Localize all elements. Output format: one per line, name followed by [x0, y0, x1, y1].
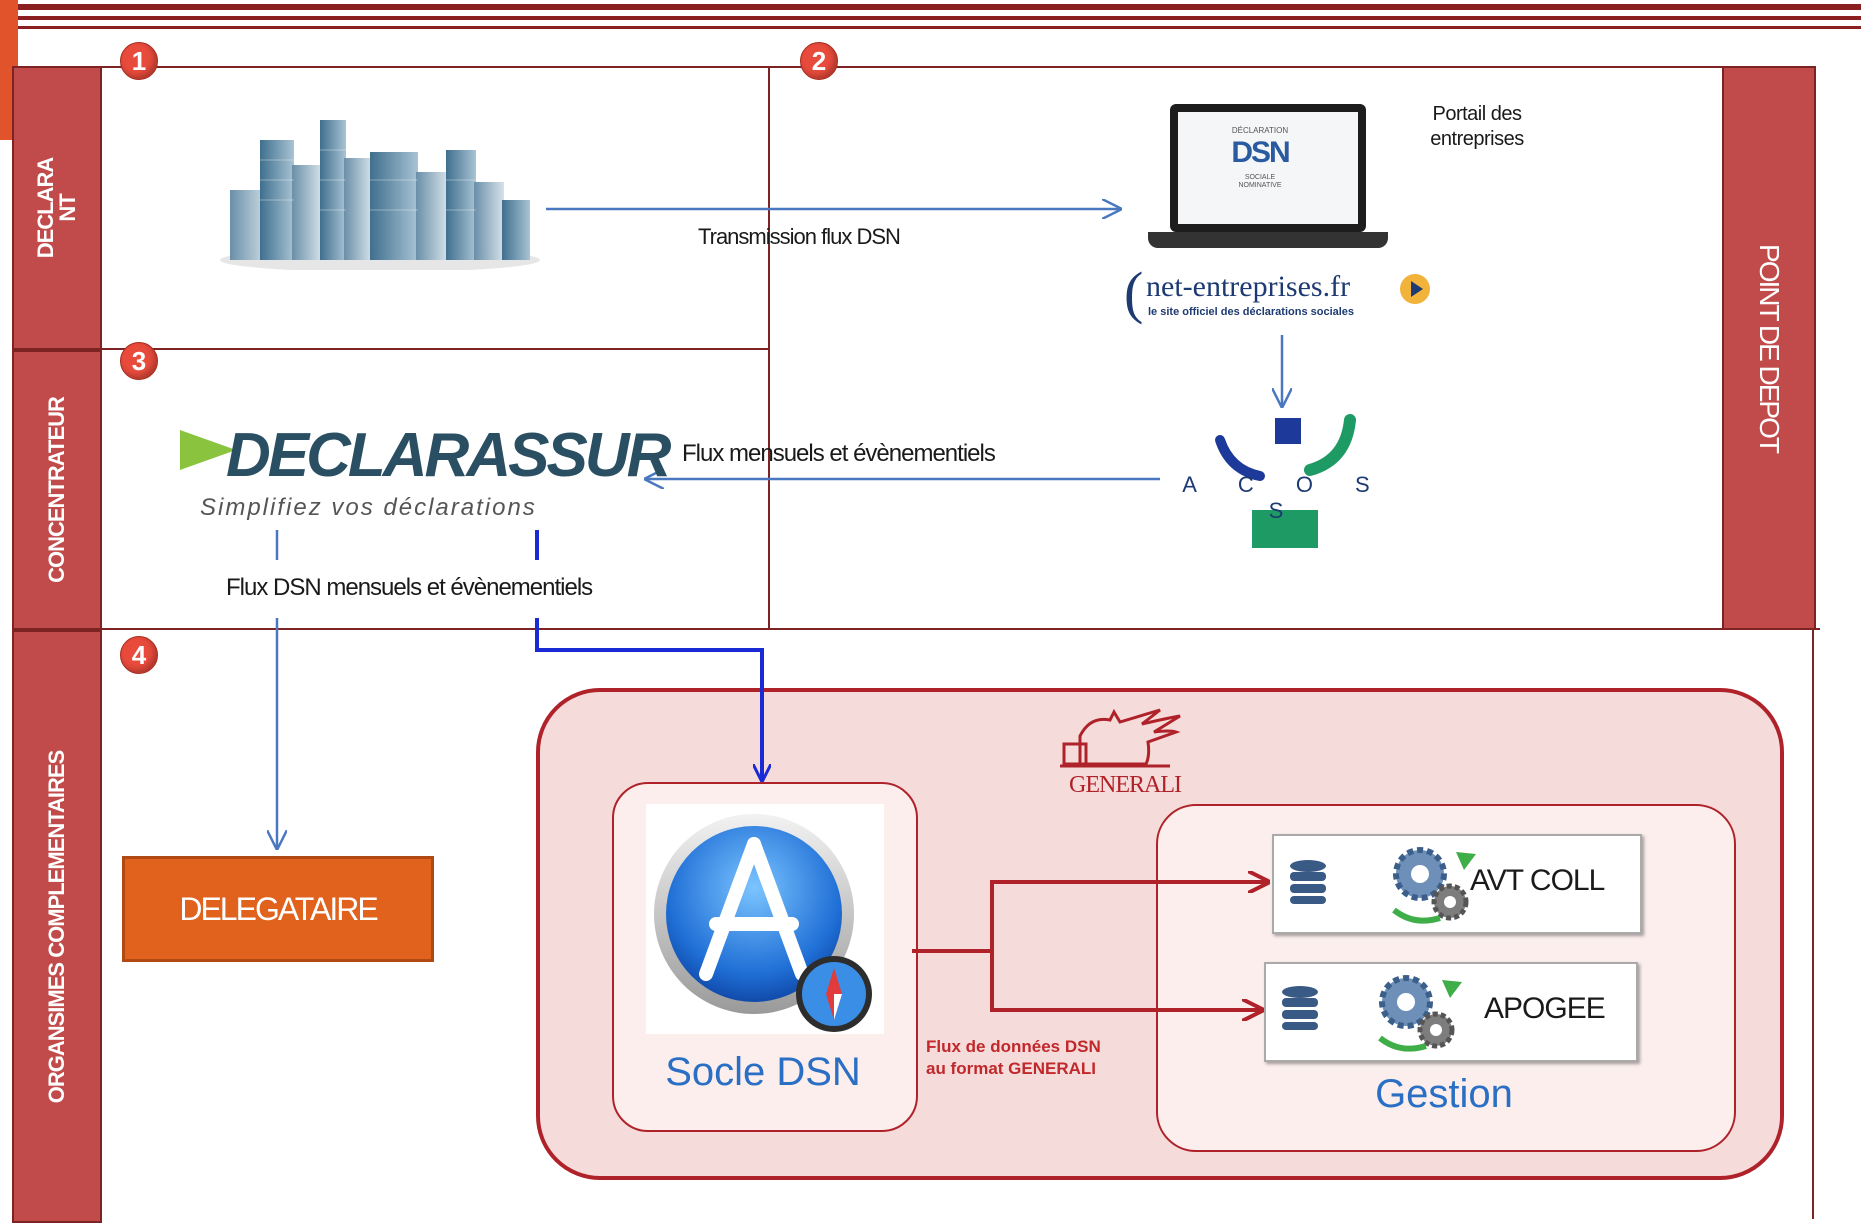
- band-concentrateur: CONCENTRATEUR: [12, 350, 102, 630]
- acoss-logo: A C O S S: [1160, 410, 1410, 550]
- step-number-3: 3: [120, 342, 158, 380]
- band-organismes: ORGANSIMES COMPLEMENTAIRES: [12, 630, 102, 1223]
- gears-icon: [1392, 847, 1476, 924]
- net-entreprises-text: net-entreprises.fr: [1146, 270, 1351, 303]
- avt-coll-box: AVT COLL: [1272, 834, 1642, 934]
- dsn-screen-bottom: SOCIALE NOMINATIVE: [1238, 174, 1282, 189]
- database-icon: [1290, 860, 1326, 904]
- database-icon: [1282, 986, 1318, 1030]
- laptop-icon: DÉCLARATION DSN SOCIALE NOMINATIVE: [1148, 104, 1388, 252]
- gears-icon: [1378, 975, 1462, 1052]
- label-portail: Portail des entreprises: [1430, 103, 1524, 150]
- label-flux-mensuels: Flux mensuels et évènementiels: [682, 440, 996, 467]
- label-transmission: Transmission flux DSN: [698, 224, 901, 249]
- frame-top-line: [100, 66, 1725, 68]
- generali-text: GENERALI: [1069, 772, 1182, 798]
- net-entreprises-logo: ( net-entreprises.fr le site officiel de…: [1124, 262, 1444, 324]
- label-flux-dsn-mensuels: Flux DSN mensuels et évènementiels: [226, 574, 593, 601]
- frame-divider-vertical: [768, 66, 770, 628]
- declarassur-tagline: Simplifiez vos déclarations: [200, 494, 537, 521]
- declarassur-logo: DECLARASSUR Simplifiez vos déclarations: [180, 420, 671, 530]
- generali-lion-icon: [1060, 708, 1181, 768]
- declarassur-text: DECLARASSUR: [226, 421, 671, 490]
- apogee-label: APOGEE: [1484, 992, 1606, 1025]
- net-entreprises-tagline: le site officiel des déclarations social…: [1148, 306, 1355, 318]
- gestion-title: Gestion: [1375, 1072, 1513, 1116]
- dsn-screen-logo: DSN: [1231, 136, 1290, 169]
- frame-line-concentrateur-bottom: [100, 628, 1820, 630]
- socle-dsn-title: Socle DSN: [665, 1050, 861, 1094]
- city-buildings-icon: [220, 110, 546, 270]
- acoss-text: A C O S S: [1182, 472, 1388, 523]
- declarassur-arrow-icon: [180, 430, 236, 470]
- step-number-2: 2: [800, 42, 838, 80]
- step-number-4: 4: [120, 636, 158, 674]
- arrow-to-apogee: [990, 951, 1262, 1010]
- dsn-screen-top: DÉCLARATION: [1231, 126, 1289, 135]
- play-icon: [1400, 274, 1430, 304]
- band-declarant: DECLARA NT: [12, 66, 102, 350]
- avt-coll-label: AVT COLL: [1470, 864, 1605, 897]
- top-header-bars: [0, 0, 1861, 30]
- generali-logo: GENERALI: [1050, 706, 1200, 802]
- arrow-to-socle: [535, 618, 762, 780]
- apogee-box: APOGEE: [1264, 962, 1638, 1062]
- frame-line-declarant-bottom: [100, 348, 768, 350]
- delegataire-box: DELEGATAIRE: [122, 856, 434, 962]
- frame-right-line: [1812, 628, 1814, 1219]
- step-number-1: 1: [120, 42, 158, 80]
- band-point-de-depot: POINT DE DEPOT: [1722, 66, 1816, 630]
- label-flux-generali: Flux de données DSN au format GENERALI: [926, 1037, 1101, 1078]
- app-store-icon: [646, 804, 884, 1034]
- arrow-to-avt-coll: [912, 882, 1268, 953]
